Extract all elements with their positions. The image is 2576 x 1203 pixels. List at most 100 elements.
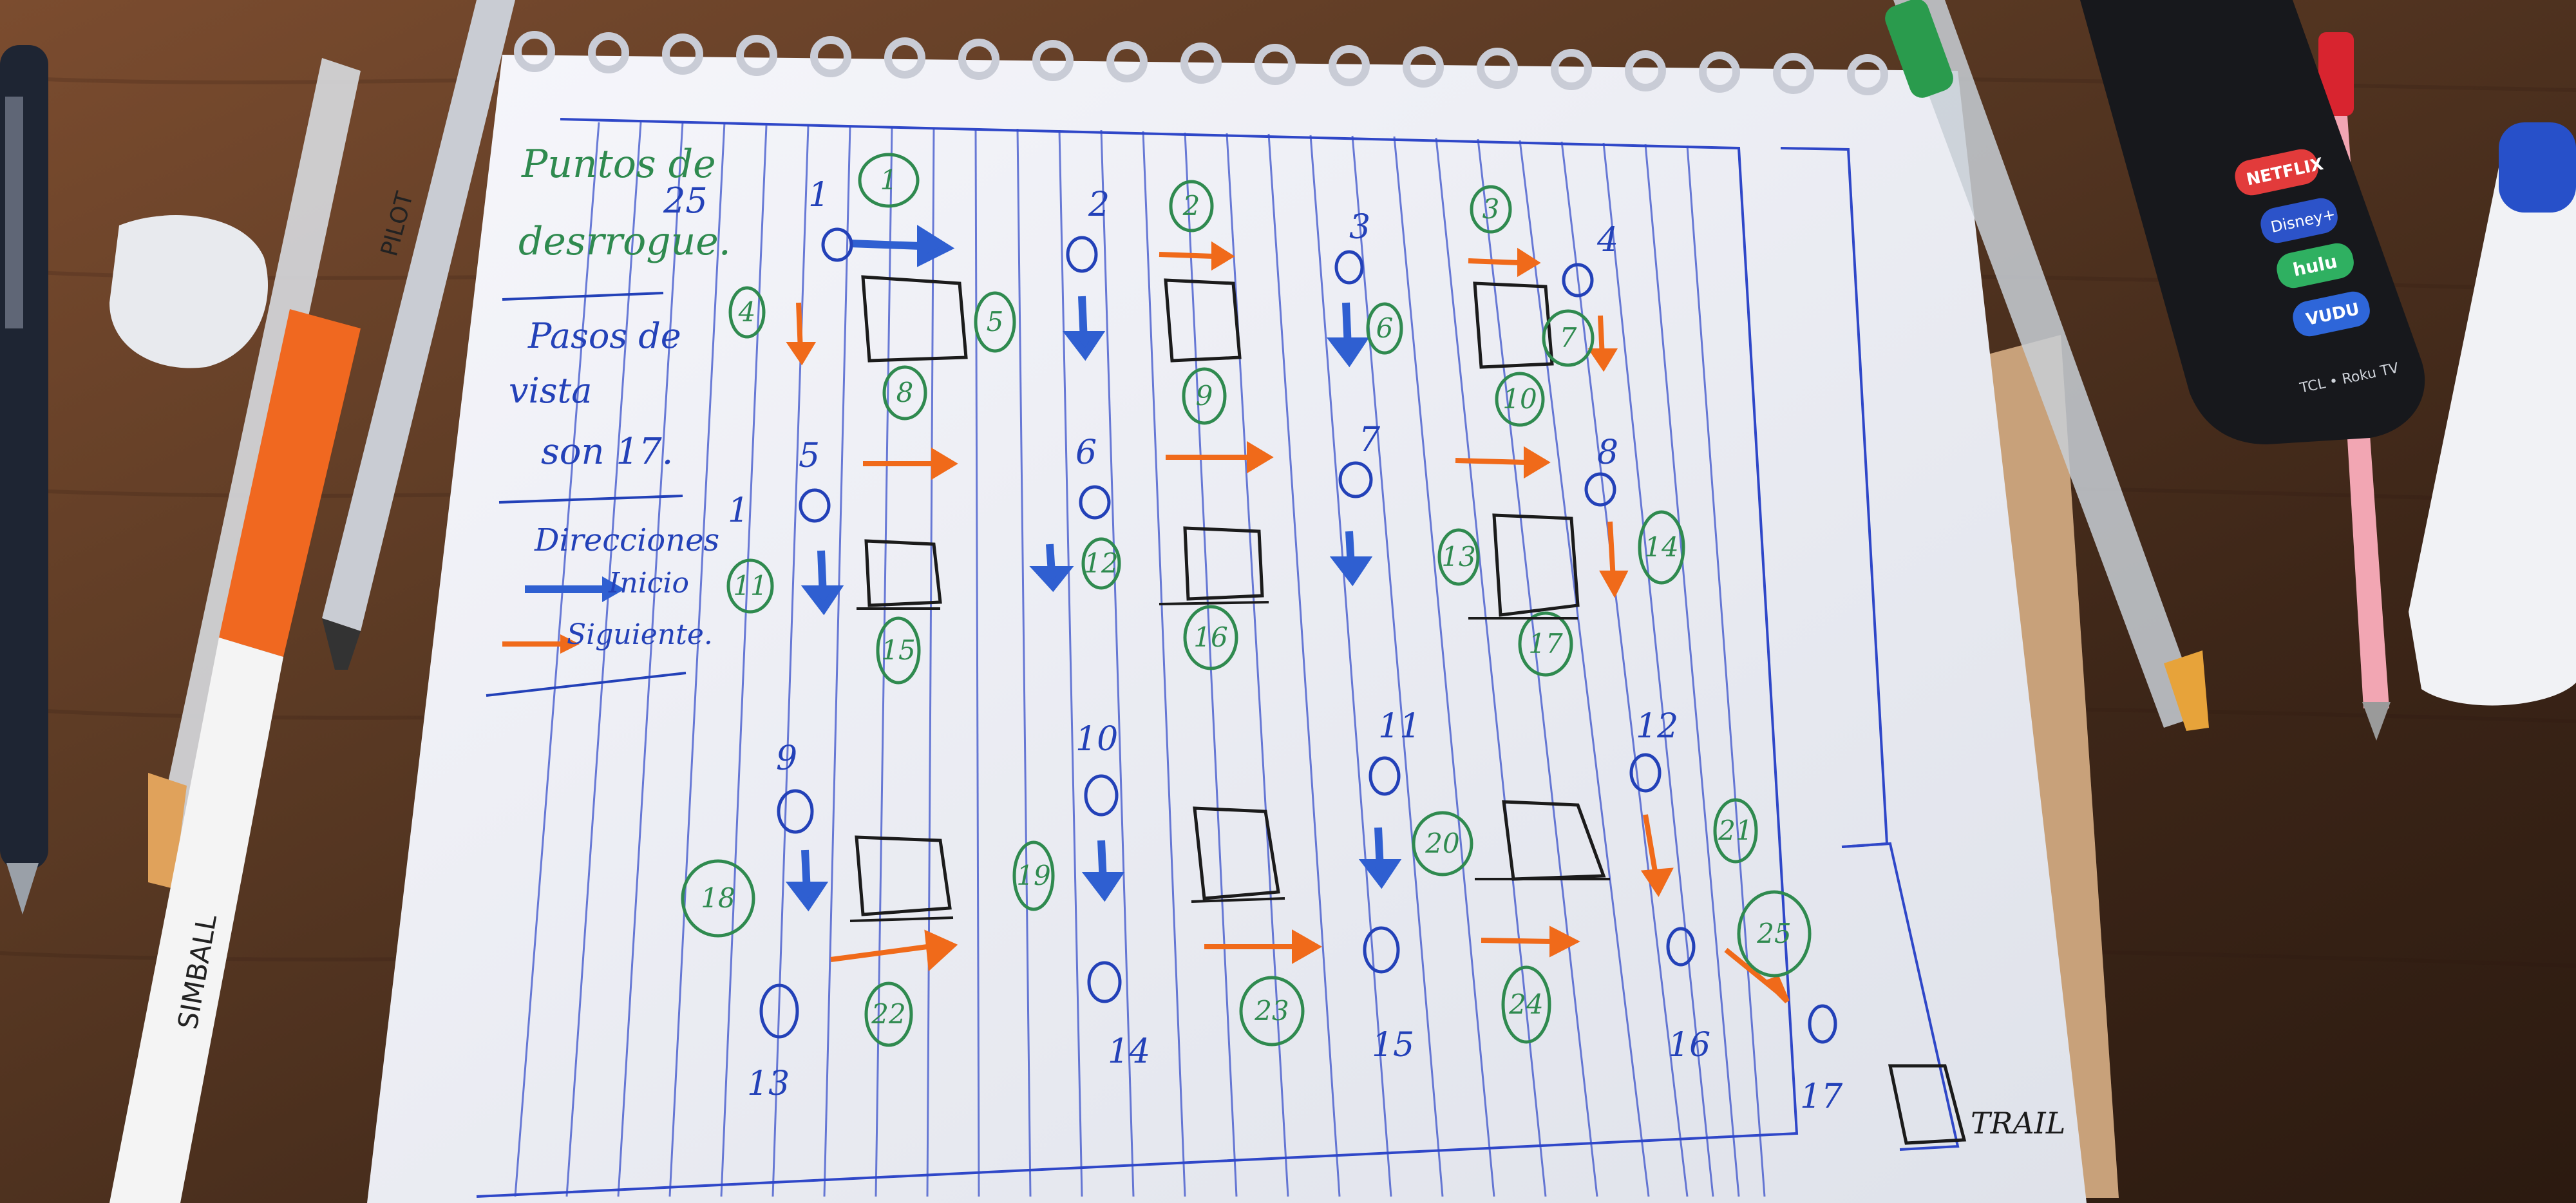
bottle-blue-cap <box>2499 122 2576 213</box>
circled-label: 18 <box>701 882 735 914</box>
circled-label: 3 <box>1482 193 1500 225</box>
step-label: 1 <box>728 491 749 530</box>
note-line1: Puntos de <box>521 142 716 187</box>
step-label: 4 <box>1596 221 1618 260</box>
orange-down-arrow-icon <box>786 302 817 366</box>
circled-label: 17 <box>1528 628 1563 659</box>
circled-label: 25 <box>1756 918 1791 949</box>
right-objects: NETFLIX Disney+ hulu VUDU TCL • Roku TV <box>1885 0 2576 741</box>
step-label: 6 <box>1075 433 1097 472</box>
circled-label: 9 <box>1196 380 1213 412</box>
tv-remote <box>2080 0 2425 444</box>
left-objects: PILOT SIMBALL <box>0 0 515 1203</box>
circled-label: 10 <box>1502 383 1537 415</box>
orange-arrows <box>786 241 1790 1003</box>
orange-right-arrow-icon <box>1455 446 1551 479</box>
note-line6: Direcciones <box>534 522 719 558</box>
orange-down-arrow-icon <box>1724 947 1790 1003</box>
blue-down-arrow-icon <box>1081 840 1125 902</box>
vudu-button <box>2293 291 2370 337</box>
notebook-page <box>367 55 2087 1203</box>
orange-right-arrow-icon <box>863 447 958 480</box>
note-line4: vista <box>509 370 592 411</box>
orange-right-arrow-icon <box>1204 929 1323 964</box>
step-label: 2 <box>1088 185 1110 224</box>
orange-right-arrow-icon <box>830 929 958 972</box>
diagram-squares <box>855 275 1967 1145</box>
notes-column: Puntos de 25 desrrogue. Pasos de vista s… <box>486 142 731 697</box>
step-label: 8 <box>1597 433 1618 472</box>
circled-label: 24 <box>1508 989 1543 1020</box>
step-label: 11 <box>1378 707 1421 746</box>
step-label: 12 <box>1636 707 1678 746</box>
step-label: 1 <box>808 176 829 214</box>
trail-label: TRAIL <box>1971 1106 2065 1141</box>
hulu-button <box>2277 243 2354 289</box>
circled-label: 5 <box>987 306 1004 337</box>
step-label: 9 <box>776 739 797 778</box>
orange-marker-cap <box>219 309 361 657</box>
circled-label: 14 <box>1644 531 1678 563</box>
blue-down-arrow-icon <box>1062 296 1106 361</box>
spiral-binding <box>514 31 1888 95</box>
step-label: 3 <box>1349 208 1370 247</box>
circled-label: 13 <box>1441 541 1475 573</box>
circled-label: 23 <box>1254 995 1289 1027</box>
bottom-label: 16 <box>1668 1026 1710 1065</box>
position-markers <box>759 227 1837 1044</box>
circled-label: 8 <box>896 377 914 408</box>
orange-right-arrow-icon <box>1159 241 1235 271</box>
circled-points <box>681 153 1812 1047</box>
note-line7: Inicio <box>608 567 689 600</box>
circled-label: 12 <box>1084 547 1118 579</box>
red-pen-cap <box>2318 32 2354 116</box>
ruled-lines <box>514 122 1766 1197</box>
step-labels: 1 2 3 4 5 6 7 8 9 10 11 12 1 13 14 15 16… <box>728 176 1843 1116</box>
orange-right-arrow-icon <box>1468 247 1541 278</box>
orange-down-arrow-icon <box>1587 315 1618 372</box>
circled-label: 2 <box>1182 190 1200 222</box>
blue-down-arrow-icon <box>785 849 829 912</box>
circled-label: 7 <box>1560 322 1577 354</box>
eraser <box>109 215 268 368</box>
step-label: 5 <box>799 437 820 475</box>
circled-point-labels: 1 2 3 4 5 6 7 8 9 10 11 12 13 14 15 16 1… <box>701 164 1791 1030</box>
green-cap-pen <box>1893 0 2202 728</box>
bottom-label: 17 <box>1800 1077 1843 1116</box>
blue-arrows <box>785 225 1402 912</box>
legend-start-arrow-icon <box>525 576 625 602</box>
netflix-button <box>2235 149 2318 196</box>
bottom-label: 14 <box>1108 1032 1150 1071</box>
side-tab-lower <box>1841 842 1960 1151</box>
blue-down-arrow-icon <box>1029 544 1074 592</box>
legend-next-arrow-icon <box>502 634 580 654</box>
white-bottle <box>2409 153 2576 706</box>
note-line2: desrrogue. <box>518 219 731 264</box>
white-marker <box>109 638 283 1203</box>
step-label: 10 <box>1075 720 1118 759</box>
orange-right-arrow-icon <box>1166 440 1274 474</box>
orange-down-arrow-icon <box>1640 814 1674 897</box>
bottom-label: 13 <box>747 1065 790 1103</box>
bottom-label: 15 <box>1372 1026 1414 1065</box>
circled-label: 11 <box>733 570 767 602</box>
blue-down-arrow-icon <box>1329 531 1373 587</box>
blue-down-arrow-icon <box>1326 302 1370 368</box>
page-border <box>476 118 1799 1198</box>
disney-button <box>2260 198 2338 243</box>
circled-label: 19 <box>1016 860 1050 891</box>
circled-label: 15 <box>881 634 915 666</box>
circled-label: 22 <box>871 998 905 1030</box>
note-line3: Pasos de <box>527 316 681 356</box>
circled-label: 20 <box>1425 828 1459 859</box>
note-line5: son 17. <box>541 431 673 473</box>
pilot-pen <box>322 0 515 631</box>
step-label: 7 <box>1359 421 1381 459</box>
circled-label: 21 <box>1718 815 1752 846</box>
note-line8: Siguiente. <box>567 618 713 651</box>
circled-label: 4 <box>738 296 756 328</box>
circled-label: 6 <box>1376 312 1394 344</box>
circled-label: 1 <box>880 164 898 196</box>
square-baselines <box>849 601 1610 922</box>
